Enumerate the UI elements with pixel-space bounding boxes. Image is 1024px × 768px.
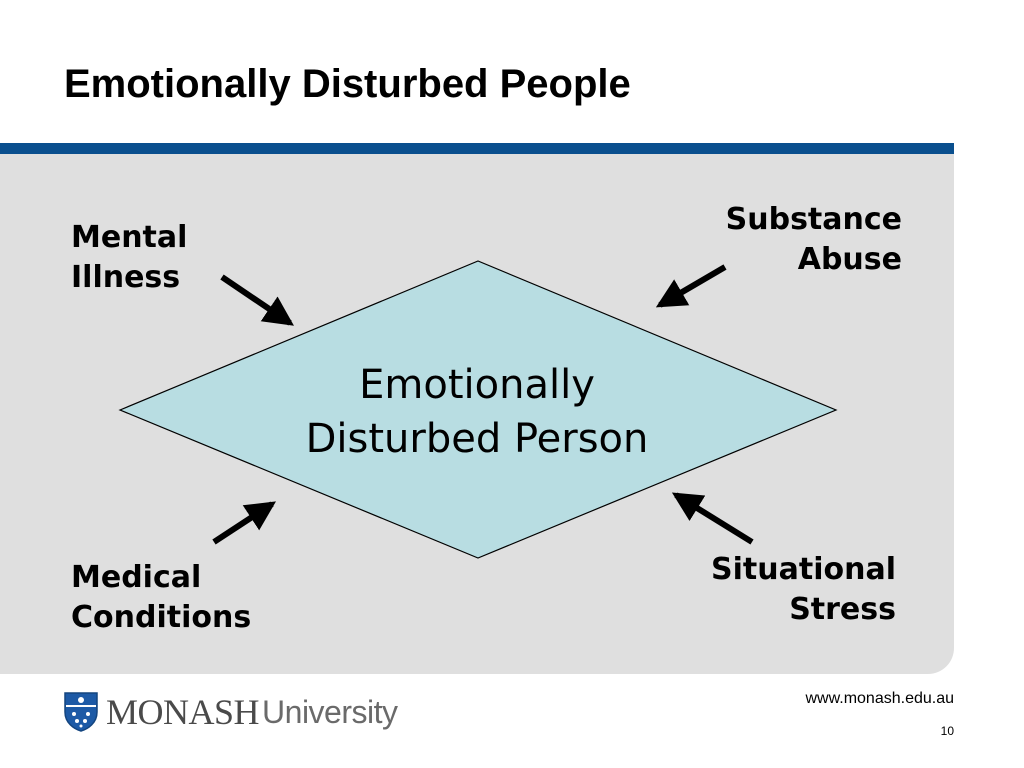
- logo-word-monash: MONASH: [106, 692, 260, 732]
- factor-mental-illness-line-1: Mental: [71, 220, 188, 255]
- arrow-medical-conditions: [212, 501, 277, 545]
- center-label: Emotionally Disturbed Person: [240, 358, 714, 466]
- factor-substance-abuse-line-2: Abuse: [797, 242, 902, 277]
- header-accent-bar: [0, 143, 954, 154]
- center-label-line-2: Disturbed Person: [305, 416, 649, 462]
- factor-mental-illness-line-2: Illness: [71, 260, 181, 295]
- logo-word-university: University: [262, 693, 398, 730]
- monash-crest-icon: [64, 692, 98, 732]
- factor-substance-abuse-line-1: Substance: [725, 202, 902, 237]
- arrow-mental-illness: [220, 274, 294, 326]
- factor-medical-conditions-line-2: Conditions: [71, 600, 252, 635]
- factor-mental-illness: Mental Illness: [71, 218, 187, 298]
- factor-situational-stress-line-2: Stress: [789, 592, 896, 627]
- center-diamond: [118, 260, 838, 559]
- center-label-line-1: Emotionally: [359, 362, 595, 408]
- factor-medical-conditions: Medical Conditions: [71, 558, 251, 638]
- factor-situational-stress: Situational Stress: [711, 550, 896, 630]
- arrow-situational-stress: [671, 492, 754, 545]
- slide-title: Emotionally Disturbed People: [64, 62, 631, 106]
- factor-situational-stress-line-1: Situational: [711, 552, 896, 587]
- arrow-substance-abuse: [655, 264, 727, 308]
- footer-url[interactable]: www.monash.edu.au: [805, 690, 954, 707]
- page-number: 10: [940, 724, 954, 738]
- factor-substance-abuse: Substance Abuse: [726, 200, 902, 280]
- factor-medical-conditions-line-1: Medical: [71, 560, 202, 595]
- monash-logo: MONASH University: [64, 692, 398, 732]
